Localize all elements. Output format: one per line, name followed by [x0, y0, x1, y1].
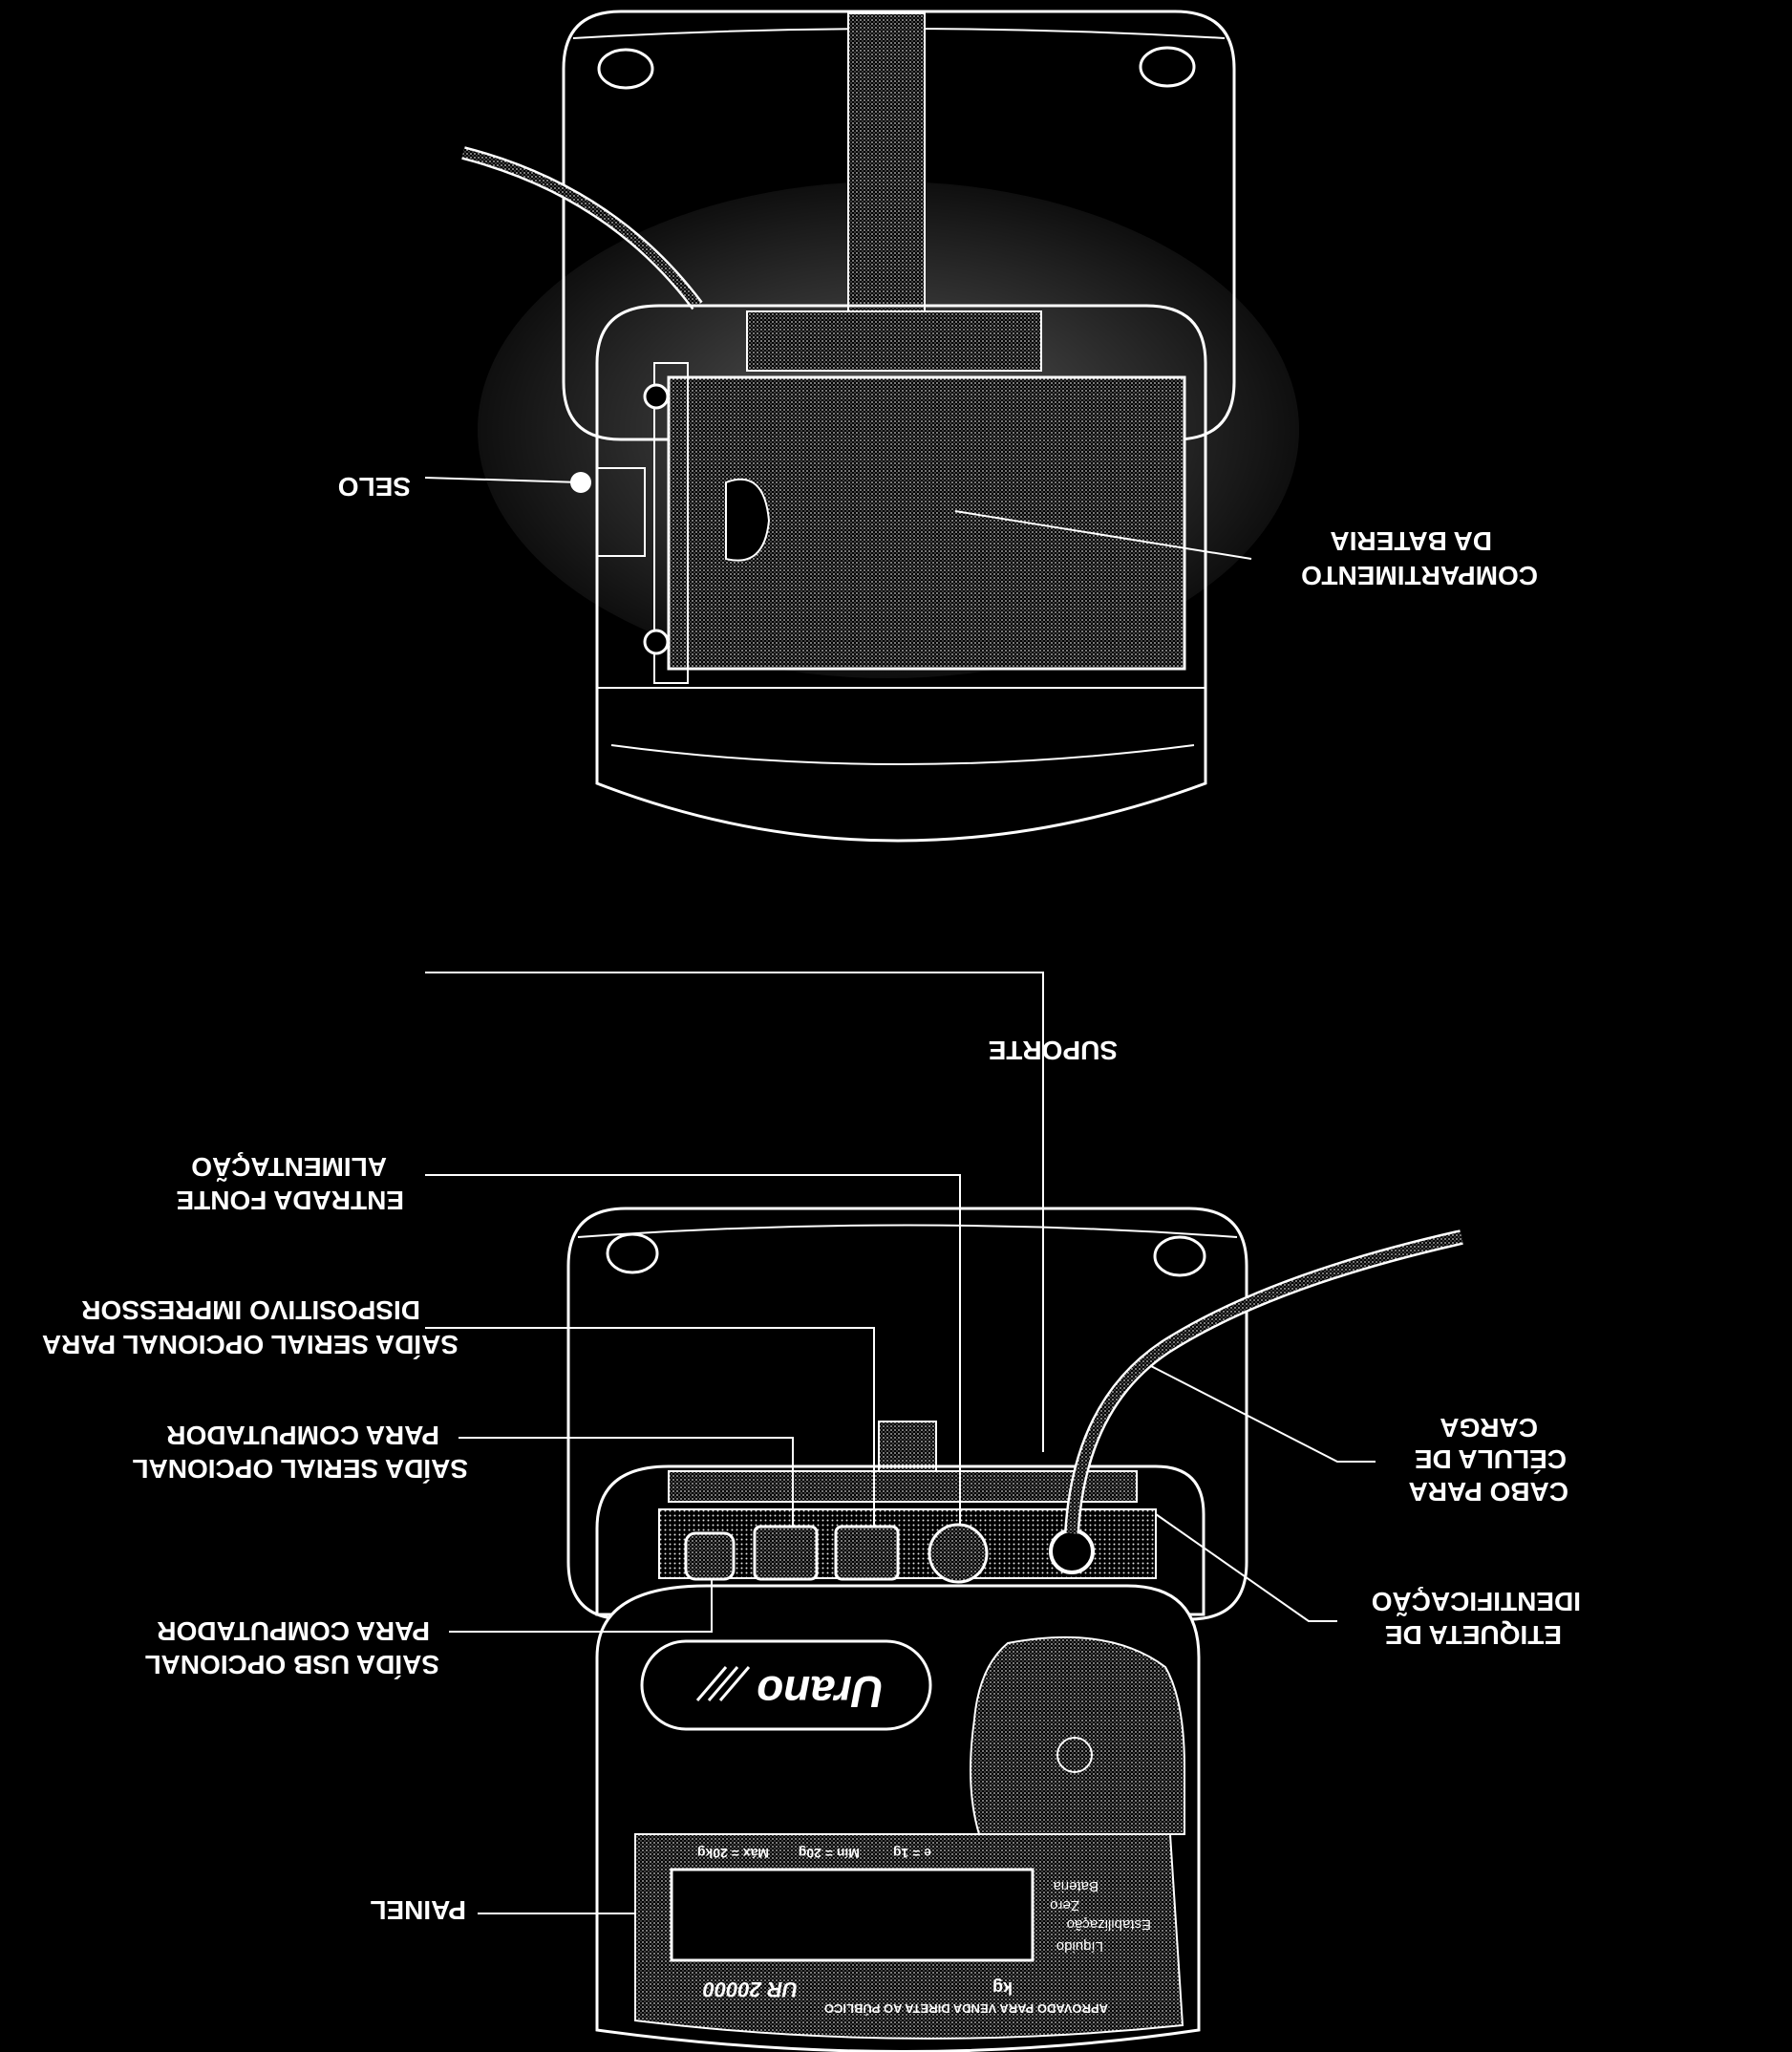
label-etiqueta-line1: ETIQUETA DE: [1385, 1620, 1562, 1650]
screw-bottom: [643, 629, 670, 655]
brand-badge: [640, 1639, 932, 1731]
label-entrada-fonte-line1: ENTRADA FONTE: [176, 1186, 404, 1215]
leader-entrada-fonte: [425, 1174, 961, 1524]
body-base-edge: [610, 744, 1195, 765]
leader-selo: [424, 477, 582, 483]
spec-e: e = 1g: [893, 1846, 931, 1861]
mounting-hole-right: [1139, 46, 1196, 88]
label-selo: SELO: [338, 472, 411, 502]
label-serial-computador-line1: SAÍDA SERIAL OPCIONAL: [132, 1454, 468, 1484]
usb-port: [684, 1531, 736, 1581]
serial-port-printer: [834, 1525, 900, 1581]
leader-suporte: [425, 972, 1044, 1452]
keypad-area: [970, 1635, 1185, 1835]
compartment-latch: [725, 478, 771, 562]
power-input-jack: [928, 1523, 989, 1584]
mounting-hole-left-2: [606, 1232, 659, 1274]
label-painel: PAINEL: [370, 1895, 466, 1925]
label-compartimento-line2: DA BATERIA: [1330, 526, 1492, 556]
scale-body-top: [595, 304, 1207, 843]
label-etiqueta-line2: IDENTIFICAÇÃO: [1372, 1587, 1581, 1616]
support-plate-bottom-edge: [577, 1224, 1238, 1238]
leader-compartimento: [954, 510, 1252, 560]
label-entrada-fonte-line2: ALIMENTAÇÃO: [191, 1152, 387, 1182]
indicator-zero: Zero: [1050, 1897, 1079, 1913]
lcd-display: [670, 1868, 1035, 1962]
leader-usb: [449, 1579, 713, 1633]
battery-compartment: [667, 375, 1186, 671]
seal-housing: [596, 467, 646, 557]
label-compartimento-line1: COMPARTIMENTO: [1301, 561, 1538, 590]
indicator-estabilizacao: Estabilização: [1067, 1916, 1151, 1933]
mounting-hole-right-2: [1153, 1235, 1206, 1277]
t-bracket-bar: [746, 310, 1042, 372]
leader-serial-computador: [459, 1437, 794, 1527]
label-usb-line2: PARA COMPUTADOR: [157, 1616, 430, 1646]
load-cell-gland: [1049, 1528, 1095, 1574]
load-cell-cable-top-fill: [461, 148, 701, 309]
model-number: UR 20000: [702, 1977, 798, 2001]
label-suporte: SUPORTE: [989, 1036, 1118, 1065]
indicator-liquido: Líquido: [1056, 1938, 1103, 1955]
leader-etiqueta: [1155, 1513, 1337, 1622]
top-view: SELO COMPARTIMENTO DA BATERIA: [338, 10, 1538, 843]
serial-port-computer: [753, 1525, 819, 1581]
indicator-bateria: Bateria: [1053, 1878, 1099, 1894]
connector-label-strip: [668, 1470, 1138, 1503]
spec-min: Mín = 20g: [799, 1846, 860, 1861]
brand-mark: [695, 1666, 751, 1701]
mounting-hole-left: [597, 48, 654, 90]
leader-serial-impressor: [425, 1327, 875, 1527]
tare-button[interactable]: [1056, 1737, 1093, 1773]
label-serial-computador-line2: PARA COMPUTADOR: [166, 1421, 439, 1450]
brand-logo: Urano: [757, 1667, 884, 1717]
load-cell-cable-fill: [1066, 1231, 1463, 1534]
leader-cabo: [1150, 1365, 1376, 1463]
label-cabo-line3: CARGA: [1440, 1413, 1538, 1443]
label-serial-impressor-line2: DISPOSITIVO IMPRESSOR: [81, 1295, 420, 1325]
compartment-hinge: [653, 362, 689, 684]
label-usb-line1: SAÍDA USB OPCIONAL: [144, 1650, 439, 1679]
scale-body-rear: [595, 1464, 1205, 1616]
unit-kg: kg: [992, 1978, 1013, 1998]
screw-top: [643, 383, 670, 410]
bottom-view: Urano Máx = 20kg Mín = 20g e = 1g Bateri…: [42, 972, 1581, 2052]
label-serial-impressor-line1: SAÍDA SERIAL OPCIONAL PARA: [42, 1330, 459, 1359]
label-cabo-line1: CABO PARA: [1409, 1477, 1568, 1507]
panel-caption: APROVADO PARA VENDA DIRETA AO PÚBLICO: [824, 2001, 1108, 2016]
t-bracket-stem: [847, 12, 926, 312]
label-cabo-line2: CÉLULA DE: [1415, 1444, 1567, 1474]
spec-max: Máx = 20kg: [697, 1846, 769, 1861]
